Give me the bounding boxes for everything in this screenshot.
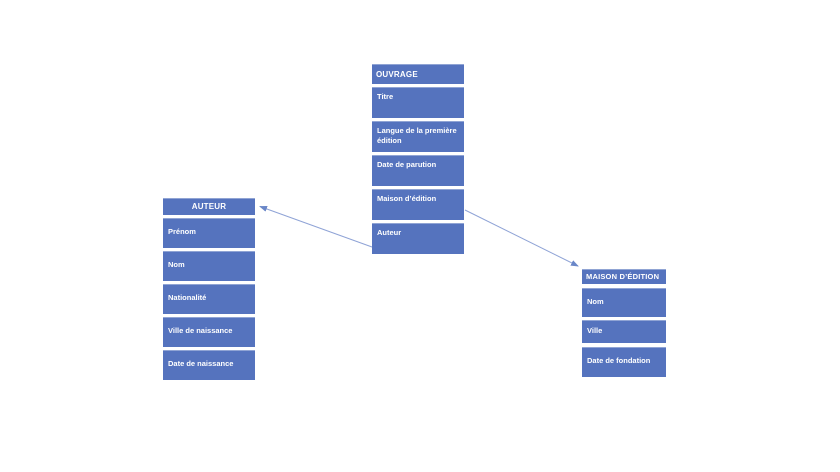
entity-auteur-row-nom[interactable]: Nom: [163, 251, 255, 281]
entity-maison-row-date-fondation[interactable]: Date de fondation: [582, 346, 666, 377]
entity-ouvrage-row-titre[interactable]: Titre: [372, 87, 464, 118]
entity-ouvrage-row-auteur[interactable]: Auteur: [372, 223, 464, 254]
entity-maison-edition-header[interactable]: MAISON D’ÉDITION: [582, 269, 666, 284]
entity-ouvrage-row-date-parution[interactable]: Date de parution: [372, 155, 464, 186]
entity-auteur-row-ville-naissance[interactable]: Ville de naissance: [163, 317, 255, 347]
entity-maison-row-ville[interactable]: Ville: [582, 320, 666, 343]
connector-ouvrage-to-maison-arrow: [464, 209, 579, 267]
entity-maison-row-nom[interactable]: Nom: [582, 287, 666, 317]
connector-ouvrage-to-auteur-arrow: [259, 206, 373, 248]
entity-auteur-row-date-naissance[interactable]: Date de naissance: [163, 350, 255, 380]
entity-auteur-row-prenom[interactable]: Prénom: [163, 218, 255, 248]
entity-ouvrage-row-langue[interactable]: Langue de la première édition: [372, 121, 464, 152]
entity-maison-edition[interactable]: MAISON D’ÉDITION Nom Ville Date de fonda…: [582, 269, 666, 377]
entity-auteur-row-nationalite[interactable]: Nationalité: [163, 284, 255, 314]
entity-auteur-header[interactable]: AUTEUR: [163, 198, 255, 215]
entity-auteur[interactable]: AUTEUR Prénom Nom Nationalité Ville de n…: [163, 198, 255, 380]
entity-ouvrage-row-maison-edition[interactable]: Maison d’édition: [372, 189, 464, 220]
entity-ouvrage-header[interactable]: OUVRAGE: [372, 64, 464, 84]
entity-ouvrage[interactable]: OUVRAGE Titre Langue de la première édit…: [372, 64, 464, 254]
